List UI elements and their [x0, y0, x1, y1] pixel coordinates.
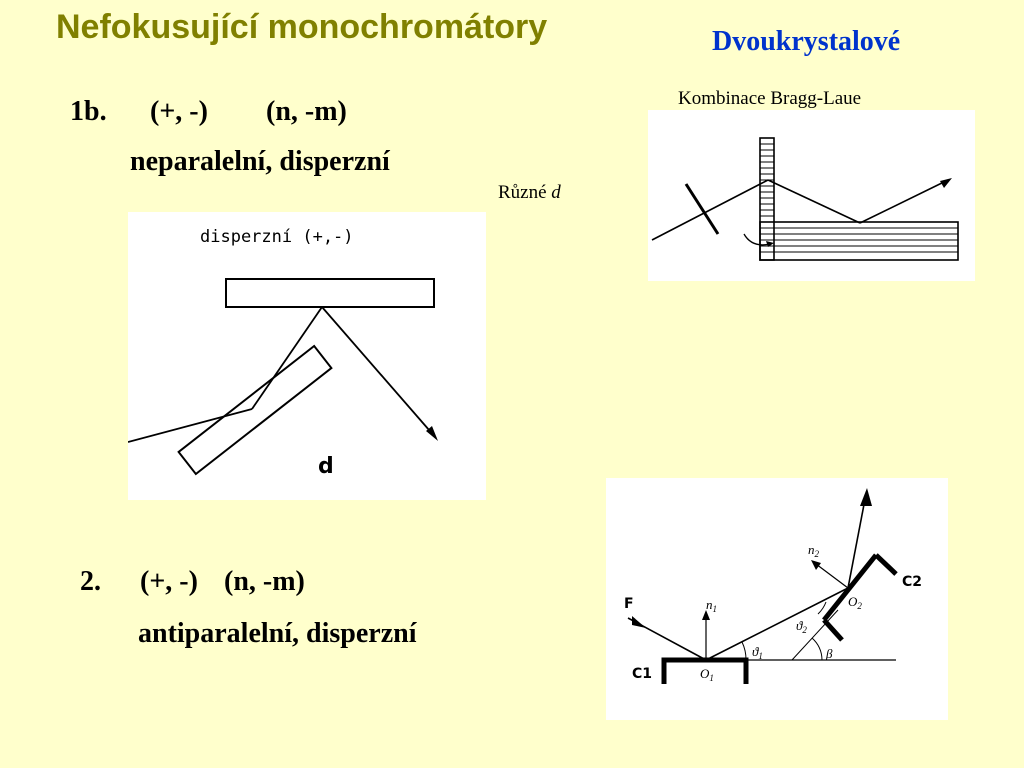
beam-exit-arrowhead [860, 488, 872, 506]
label-theta1: ϑ1 [752, 644, 763, 661]
beam-exit [859, 179, 949, 224]
beta-auxiliary-line [791, 609, 839, 661]
different-d-note: Různé d [498, 182, 561, 204]
beam-laue [767, 179, 861, 224]
crystal-top [225, 278, 435, 308]
crystal-c2 [822, 553, 898, 642]
theta2-arc [817, 601, 827, 615]
slit [684, 183, 720, 235]
slide-subtitle: Dvoukrystalové [712, 26, 901, 57]
label-o1: O1 [700, 666, 714, 683]
item1-label: 1b. [70, 96, 107, 127]
beam-incident [128, 408, 253, 443]
label-o2: O2 [848, 594, 862, 611]
label-c2: C2 [902, 574, 922, 590]
diagram-dispersive-panel: disperzní (+,-) d [128, 212, 486, 500]
crystal-bottom [177, 344, 333, 476]
normal-n1-arrowhead [702, 610, 710, 620]
item1-sign: (+, -) [150, 96, 208, 127]
beam-middle [705, 587, 849, 661]
label-n2: n2 [808, 542, 820, 559]
bragg-laue-caption: Kombinace Bragg-Laue [678, 88, 862, 109]
beam-exit-arrowhead [940, 178, 952, 188]
item2-desc: antiparalelní, disperzní [138, 618, 417, 649]
label-f: F [624, 596, 634, 612]
rotation-arrow [743, 233, 771, 246]
label-beta: β [825, 646, 833, 661]
diagram1-caption: disperzní (+,-) [200, 227, 354, 247]
diagram-bragg-laue [651, 137, 959, 261]
diagram-bragg-laue-panel [648, 110, 975, 281]
different-d-prefix: Různé [498, 182, 547, 203]
beam-exit-arrowhead [426, 426, 438, 441]
beam-middle [251, 306, 323, 410]
diagram1-d-mark: d [318, 454, 334, 479]
beam-incident [651, 179, 769, 241]
normal-n2-arrowhead [811, 560, 821, 570]
bragg-crystal [759, 221, 959, 261]
beam-exit [847, 493, 867, 589]
theta1-arc [741, 641, 747, 661]
beam-incident-arrowhead [632, 616, 646, 628]
item2-index: (n, -m) [224, 566, 305, 597]
beam-exit [321, 306, 437, 439]
item1-index: (n, -m) [266, 96, 347, 127]
label-theta2: ϑ2 [796, 618, 807, 635]
label-n1: n1 [706, 597, 717, 614]
diagram-geometry-panel: F C1 C2 n1 n2 O1 O2 ϑ1 ϑ2 β [606, 478, 948, 720]
rotation-arrowhead [766, 241, 774, 247]
item2-sign: (+, -) [140, 566, 198, 597]
different-d-var: d [551, 182, 561, 203]
slide-title: Nefokusující monochromátory [56, 8, 548, 46]
item1-desc: neparalelní, disperzní [130, 146, 390, 177]
diagram-geometry: F C1 C2 n1 n2 O1 O2 ϑ1 ϑ2 β [624, 488, 922, 684]
beta-arc [811, 637, 823, 661]
label-c1: C1 [632, 666, 652, 682]
diagram-dispersive: disperzní (+,-) d [128, 227, 438, 479]
normal-n2 [815, 563, 849, 589]
item2-label: 2. [80, 566, 101, 597]
